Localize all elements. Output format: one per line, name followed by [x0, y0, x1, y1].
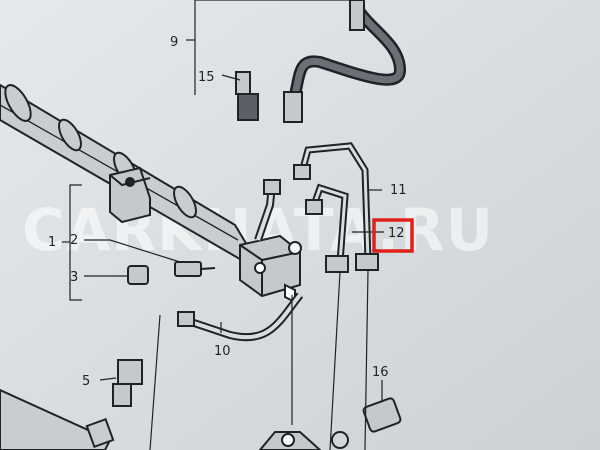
callout-1: 1 [48, 235, 56, 250]
injection-line-11 [293, 142, 379, 271]
injection-line-12 [305, 183, 349, 273]
fitting-part-3 [127, 261, 216, 285]
callout-2: 2 [70, 233, 78, 248]
callout-15: 15 [198, 70, 215, 85]
hose-assembly [283, 0, 407, 123]
rail-link-pipe [254, 179, 281, 242]
callout-5: 5 [82, 374, 90, 389]
mount-block [109, 166, 151, 224]
sleeve-part-16 [331, 397, 402, 449]
pressure-block [239, 234, 302, 304]
callout-11: 11 [390, 183, 407, 198]
callout-12: 12 [388, 226, 405, 241]
callout-10: 10 [214, 344, 231, 359]
callout-3: 3 [70, 270, 78, 285]
sensor-part-5 [112, 359, 143, 407]
pump-body [258, 431, 322, 450]
callout-16: 16 [372, 365, 389, 380]
line-part-10 [177, 292, 304, 342]
sensor-part-15 [235, 71, 259, 121]
highlight-box-12 [372, 218, 414, 253]
callout-9: 9 [170, 35, 178, 50]
leader-lines [62, 0, 384, 450]
fuel-rail-lower [0, 388, 115, 450]
